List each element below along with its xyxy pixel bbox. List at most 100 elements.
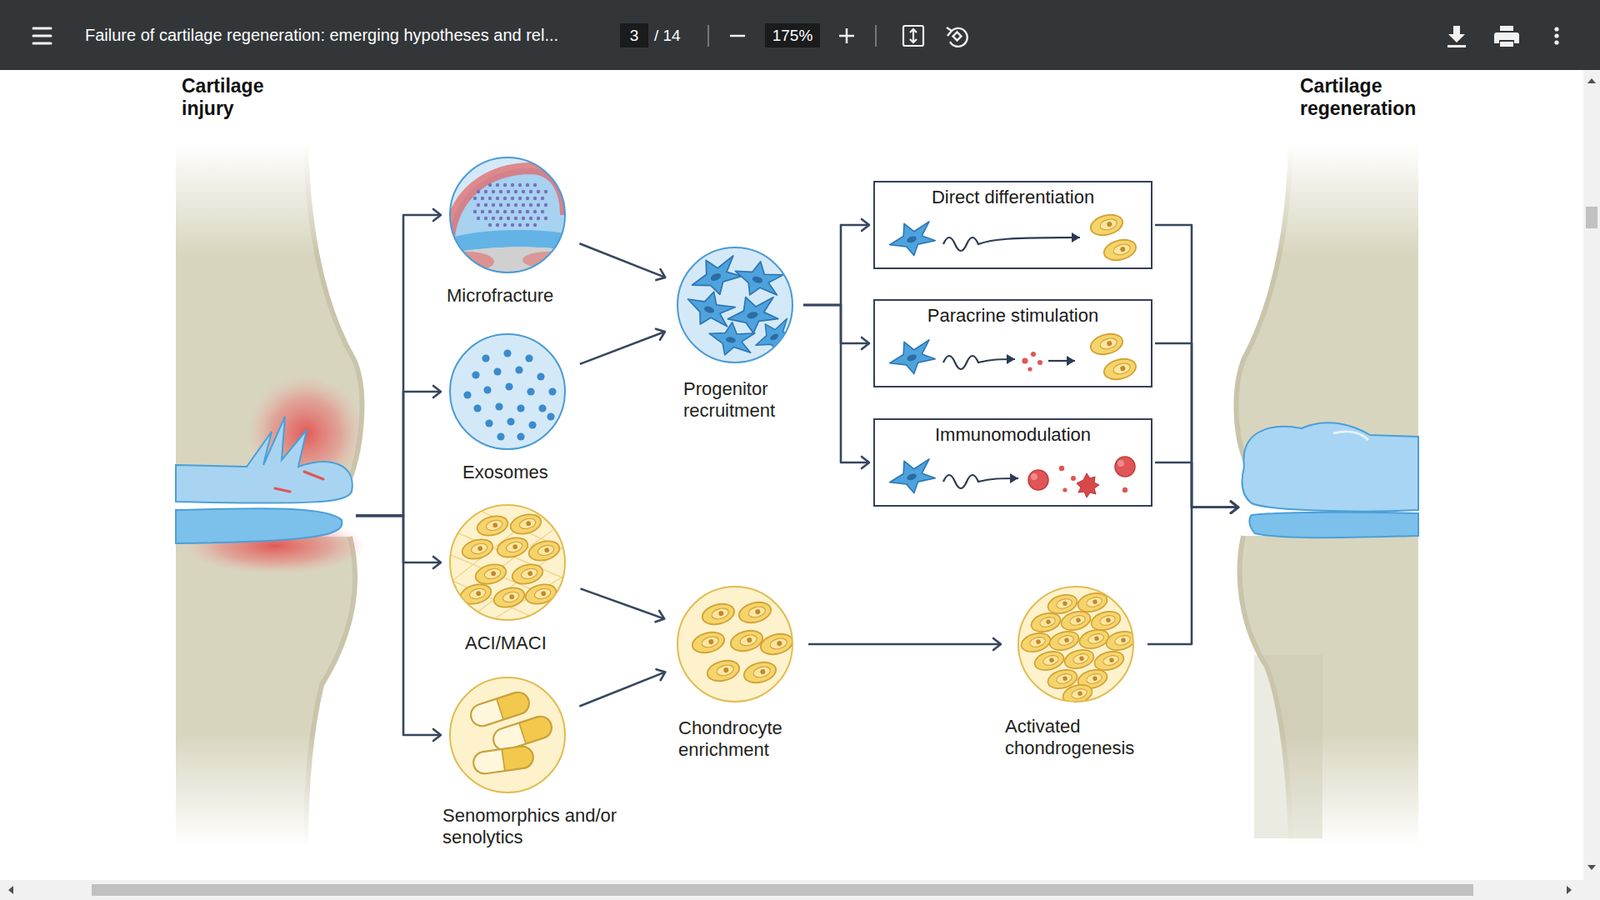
art-circle xyxy=(492,522,499,529)
art-circle xyxy=(496,432,505,440)
art-circle xyxy=(450,505,565,620)
art-ellipse xyxy=(1047,628,1081,654)
art-ellipse xyxy=(458,581,494,608)
art-circle xyxy=(506,417,515,425)
art-ellipse xyxy=(1085,595,1103,609)
art-path xyxy=(943,237,1080,251)
art-ellipse xyxy=(483,566,502,580)
art-circle xyxy=(1079,655,1085,662)
toolbar-text: 175% xyxy=(765,23,820,48)
print-icon xyxy=(1494,25,1520,47)
art-path xyxy=(730,255,785,302)
mechanism-box: Paracrine stimulation xyxy=(873,299,1153,388)
art-circle xyxy=(491,216,495,220)
vertical-scrollbar xyxy=(1583,70,1600,880)
art-rect xyxy=(953,32,962,41)
art-ellipse xyxy=(501,590,520,604)
art-g xyxy=(526,538,562,565)
scroll-left-arrow xyxy=(8,885,14,895)
art-ellipse xyxy=(1101,654,1120,667)
art-line xyxy=(496,698,504,720)
flow-arrow xyxy=(355,391,441,516)
circle-label: Progenitor recruitment xyxy=(683,378,809,422)
art-ellipse xyxy=(1099,217,1119,232)
flow-arrow xyxy=(355,515,441,563)
art-ellipse xyxy=(747,605,767,620)
art-path xyxy=(496,689,532,720)
art-ellipse xyxy=(905,235,918,245)
art-circle xyxy=(1120,365,1126,371)
art-circle xyxy=(514,203,518,207)
art-ellipse xyxy=(508,511,544,538)
art-circle xyxy=(485,419,493,427)
art-circle xyxy=(536,216,540,220)
art-path xyxy=(749,313,794,360)
art-ellipse xyxy=(526,538,562,565)
art-g xyxy=(685,249,745,304)
art-circle xyxy=(471,370,480,379)
stage-circle: ACI/MACI xyxy=(449,504,566,621)
art-circle xyxy=(518,223,522,227)
art-circle xyxy=(450,157,565,273)
art-path xyxy=(1448,25,1465,43)
art-path xyxy=(519,713,555,744)
art-line xyxy=(501,749,505,771)
flow-arrow xyxy=(1155,462,1239,508)
art-circle xyxy=(484,216,488,220)
art-circle xyxy=(480,210,485,214)
art-g xyxy=(1032,648,1066,674)
toolbar-text: 3 xyxy=(620,23,649,48)
art-ellipse xyxy=(1089,608,1123,634)
circle-label: Microfracture xyxy=(446,285,554,307)
art-circle xyxy=(450,677,565,793)
circle-label: Activated chondrogenesis xyxy=(1005,715,1154,760)
art-circle xyxy=(525,183,530,187)
art-rect xyxy=(1254,655,1323,839)
art-circle xyxy=(503,196,507,200)
art-circle xyxy=(484,203,488,207)
art-circle xyxy=(491,203,495,207)
circle-illustration xyxy=(449,333,566,450)
flow-arrow xyxy=(579,671,665,706)
toolbar-text: Failure of cartilage regeneration: emerg… xyxy=(85,23,559,48)
art-ellipse xyxy=(1028,635,1046,649)
art-circle xyxy=(499,216,503,220)
art-circle xyxy=(540,590,547,597)
art-ellipse xyxy=(1113,634,1131,647)
art-ellipse xyxy=(1062,646,1096,672)
art-ellipse xyxy=(1077,626,1111,652)
label-text: ACI/MACI xyxy=(465,632,547,654)
art-circle xyxy=(476,190,480,194)
art-ellipse xyxy=(1032,648,1066,674)
art-ellipse xyxy=(905,472,918,482)
art-line xyxy=(33,35,51,38)
art-circle xyxy=(677,586,793,702)
art-circle xyxy=(1094,635,1100,642)
art-circle xyxy=(677,247,793,363)
art-circle xyxy=(510,196,515,200)
art-ellipse xyxy=(709,271,722,283)
heading-text: Immunomodulation xyxy=(935,424,1091,445)
art-g xyxy=(885,452,939,500)
label-text: Senomorphics and/or senolytics xyxy=(442,805,617,848)
art-g xyxy=(1029,610,1063,635)
art-circle xyxy=(529,203,533,207)
flow-arrow xyxy=(808,643,1001,646)
art-circle xyxy=(516,432,525,440)
toolbar-divider xyxy=(875,25,877,47)
art-ellipse xyxy=(468,586,487,600)
art-circle xyxy=(503,183,507,187)
mechanism-box: Direct differentiation xyxy=(873,180,1153,270)
art-circle xyxy=(514,190,518,194)
heading-text: Cartilage injury xyxy=(181,75,264,120)
art-circle xyxy=(495,402,503,410)
art-circle xyxy=(514,216,518,220)
flow-arrow xyxy=(1155,225,1239,508)
art-path xyxy=(1235,142,1419,467)
art-circle xyxy=(1021,357,1028,364)
art-path xyxy=(175,416,353,504)
art-circle xyxy=(708,638,715,645)
